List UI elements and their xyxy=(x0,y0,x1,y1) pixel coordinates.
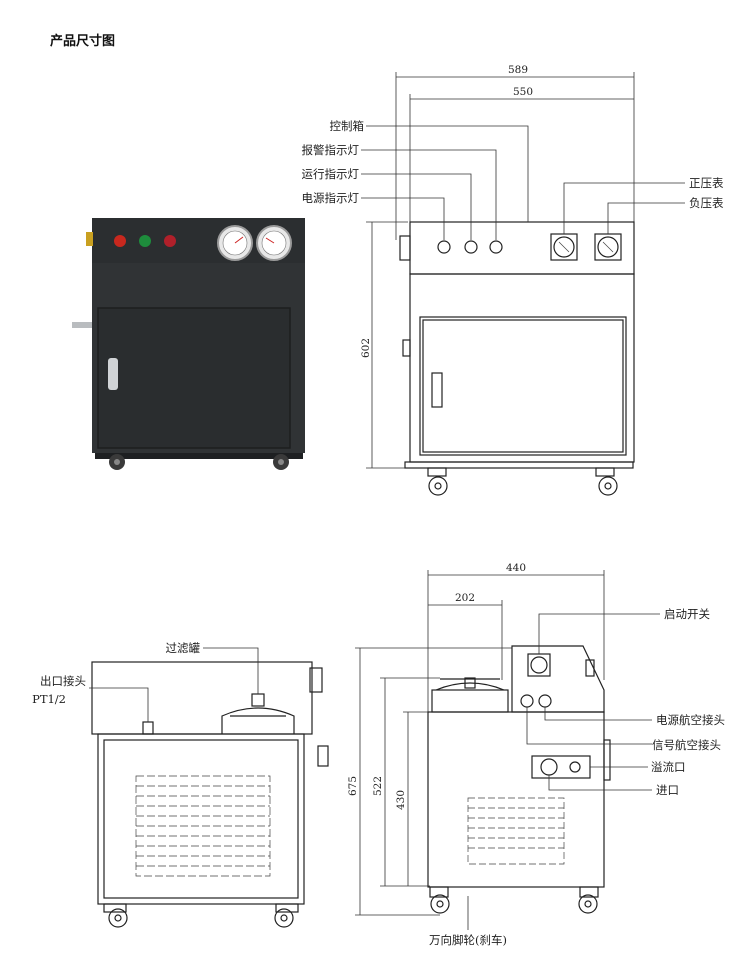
label-power-aviation-plug: 电源航空接头 xyxy=(656,713,725,727)
machine-photo xyxy=(72,218,305,470)
label-inlet-port: 进口 xyxy=(656,783,679,797)
dim-675: 675 xyxy=(347,776,359,796)
dim-202: 202 xyxy=(455,592,475,604)
label-outlet-joint: 出口接头 xyxy=(40,674,86,688)
rear-view-drawing: 过滤罐 出口接头 PT1/2 xyxy=(32,641,329,928)
label-run-light: 运行指示灯 xyxy=(302,167,360,181)
dim-602: 602 xyxy=(360,338,372,358)
front-view-drawing: 589 550 602 控制箱 报警指示灯 运行指示灯 电源指示灯 正压表 负压… xyxy=(302,64,724,496)
dim-430: 430 xyxy=(395,790,407,810)
label-overflow-port: 溢流口 xyxy=(651,760,686,774)
label-start-switch: 启动开关 xyxy=(664,607,710,621)
label-filter-tank: 过滤罐 xyxy=(166,641,201,655)
dim-589: 589 xyxy=(508,64,528,76)
side-view-drawing: 440 202 675 522 430 启动开关 电源航空接头 信号航空接头 溢… xyxy=(347,562,725,947)
label-caster: 万向脚轮(刹车) xyxy=(429,933,507,947)
label-negative-gauge: 负压表 xyxy=(689,196,724,210)
dim-440: 440 xyxy=(506,562,526,574)
label-alarm-light: 报警指示灯 xyxy=(302,143,360,157)
label-control-box: 控制箱 xyxy=(330,119,365,133)
label-outlet-spec: PT1/2 xyxy=(32,692,66,706)
dim-550: 550 xyxy=(513,86,533,98)
label-positive-gauge: 正压表 xyxy=(689,176,724,190)
label-power-light: 电源指示灯 xyxy=(302,191,360,205)
dim-522: 522 xyxy=(372,776,384,796)
label-signal-aviation-plug: 信号航空接头 xyxy=(652,738,721,752)
page-title: 产品尺寸图 xyxy=(50,34,116,49)
